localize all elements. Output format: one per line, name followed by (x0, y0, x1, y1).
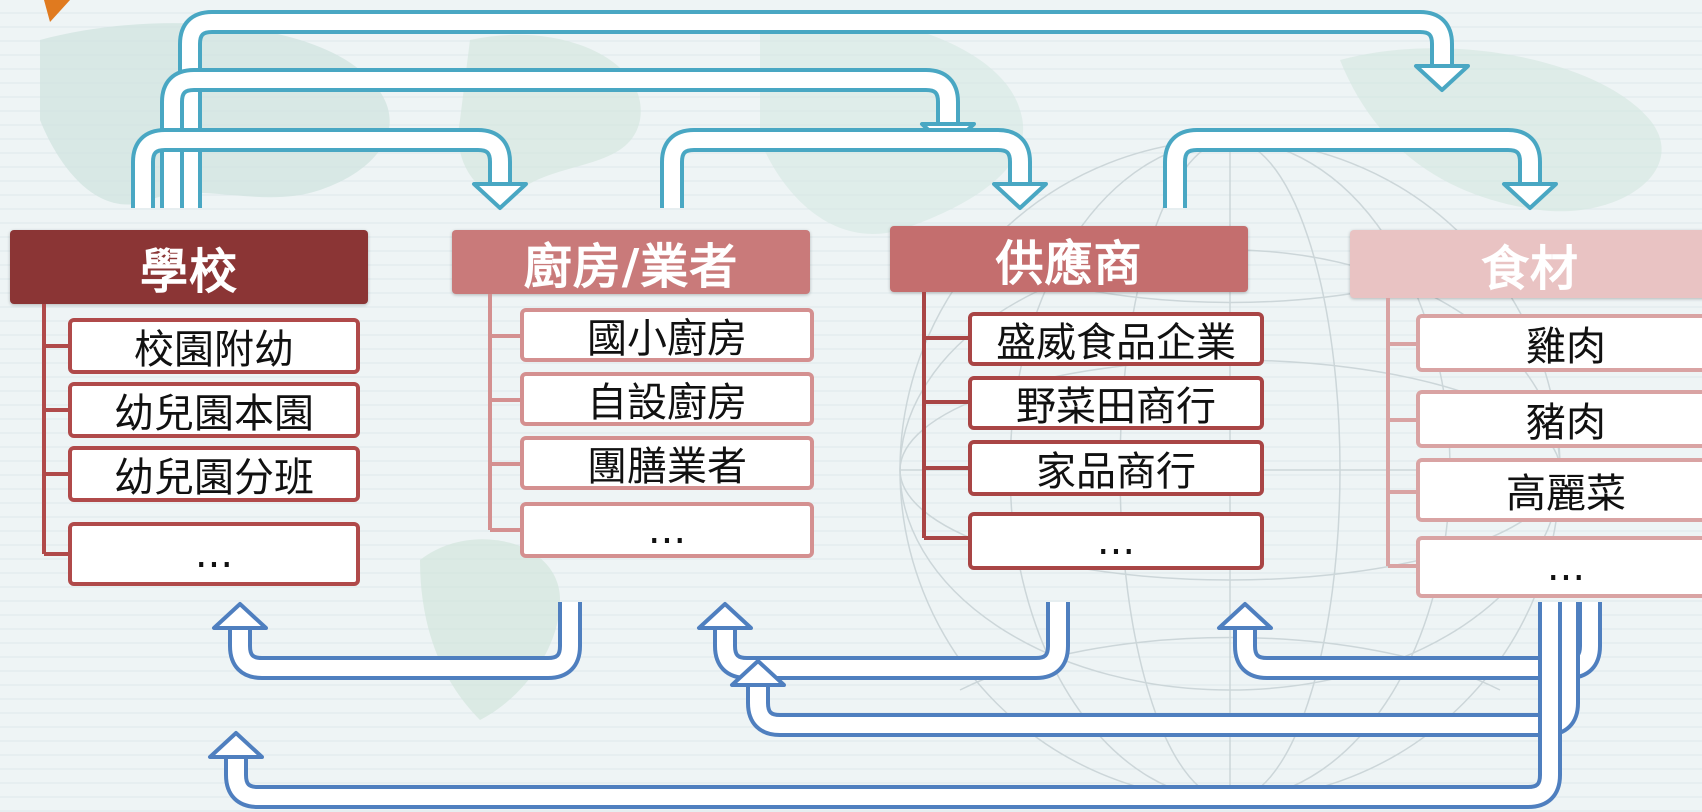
school-header: 學校 (10, 230, 368, 304)
arrow-supplier-to-ingredient (1163, 128, 1558, 210)
arrow-ingredient-to-school (208, 602, 1562, 809)
arrow-school-to-kitchen (131, 128, 528, 210)
supplier-item: 家品商行 (968, 440, 1264, 496)
school-bracket (42, 304, 72, 556)
ingredient-item: 雞肉 (1416, 314, 1702, 372)
school-item: 幼兒園分班 (68, 446, 360, 502)
supplier-item: ... (968, 512, 1264, 570)
kitchen-item: 自設廚房 (520, 372, 814, 426)
school-item: ... (68, 522, 360, 586)
arrow-supplier-to-kitchen (697, 602, 1070, 680)
arrow-ingredient-to-supplier (1217, 602, 1602, 680)
kitchen-header: 廚房/業者 (452, 230, 810, 295)
ingredient-item: 豬肉 (1416, 390, 1702, 448)
kitchen-item: ... (520, 502, 814, 558)
arrow-kitchen-to-school (212, 602, 582, 680)
ingredient-item: ... (1416, 536, 1702, 598)
supplier-item: 野菜田商行 (968, 376, 1264, 430)
ingredient-item: 高麗菜 (1416, 458, 1702, 522)
kitchen-item: 國小廚房 (520, 308, 814, 362)
school-item: 校園附幼 (68, 318, 360, 374)
kitchen-bracket (488, 294, 524, 532)
arrow-school-to-ingredient (178, 10, 1470, 208)
supplier-header: 供應商 (890, 226, 1248, 292)
supplier-item: 盛威食品企業 (968, 312, 1264, 366)
arrow-ingredient-to-kitchen (730, 602, 1580, 737)
supplier-bracket (922, 292, 970, 540)
ingredient-header: 食材 (1350, 230, 1702, 298)
school-item: 幼兒園本園 (68, 382, 360, 438)
kitchen-item: 團膳業者 (520, 436, 814, 490)
arrow-kitchen-to-supplier (660, 128, 1048, 210)
